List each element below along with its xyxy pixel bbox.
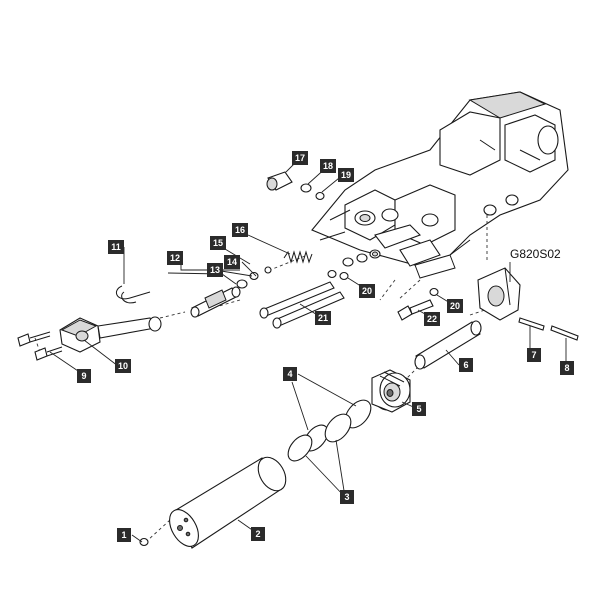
svg-text:20: 20 <box>450 301 460 311</box>
linkage-10 <box>59 316 162 353</box>
callout-7: 7 <box>527 348 541 362</box>
ring-3a <box>324 413 352 443</box>
svg-text:2: 2 <box>255 529 260 539</box>
callout-13: 13 <box>207 263 223 277</box>
callout-22: 22 <box>424 312 440 326</box>
callout-6: 6 <box>459 358 473 372</box>
bolts-21 <box>259 281 345 329</box>
svg-text:9: 9 <box>81 371 86 381</box>
ring-3b <box>287 434 313 462</box>
washer-18 <box>300 183 312 193</box>
washer-19 <box>315 191 325 201</box>
svg-text:16: 16 <box>235 225 245 235</box>
svg-text:1: 1 <box>121 530 126 540</box>
o-ring-13 <box>236 279 248 289</box>
lift-arm <box>477 267 521 321</box>
washer-20c <box>429 287 439 297</box>
svg-text:6: 6 <box>463 360 468 370</box>
valve-assembly-12 <box>190 286 241 318</box>
svg-text:8: 8 <box>564 363 569 373</box>
callout-20b: 20 <box>447 299 463 313</box>
svg-text:17: 17 <box>295 153 305 163</box>
callout-12: 12 <box>167 251 183 265</box>
svg-text:20: 20 <box>362 286 372 296</box>
svg-text:4: 4 <box>287 369 292 379</box>
fitting-17 <box>266 171 293 191</box>
hydraulic-housing <box>311 91 569 279</box>
spring-16 <box>283 250 313 264</box>
pin-8 <box>550 325 579 341</box>
cylinder-2 <box>169 456 287 549</box>
callout-9: 9 <box>77 369 91 383</box>
shaft-6 <box>414 320 482 370</box>
alignment-line <box>159 311 186 319</box>
svg-text:21: 21 <box>318 313 328 323</box>
callout-16: 16 <box>232 223 248 237</box>
alignment-line <box>397 279 421 301</box>
washer-20b <box>339 271 349 281</box>
svg-text:14: 14 <box>227 257 237 267</box>
callout-4: 4 <box>283 367 297 381</box>
pin-7 <box>518 317 545 331</box>
piston-5 <box>371 369 411 413</box>
svg-text:3: 3 <box>344 492 349 502</box>
callout-20a: 20 <box>359 284 375 298</box>
bolt-9a <box>17 331 51 347</box>
callout-18: 18 <box>320 159 336 173</box>
washer-20a <box>327 269 337 279</box>
callout-15: 15 <box>210 236 226 250</box>
svg-text:13: 13 <box>210 265 220 275</box>
bolt-22 <box>397 299 434 321</box>
callout-5: 5 <box>412 402 426 416</box>
callout-21: 21 <box>315 311 331 325</box>
alignment-line <box>379 279 396 301</box>
callout-10: 10 <box>115 359 131 373</box>
svg-text:7: 7 <box>531 350 536 360</box>
bolt-9b <box>34 346 63 361</box>
callout-2: 2 <box>251 527 265 541</box>
callout-11: 11 <box>108 240 124 254</box>
svg-text:5: 5 <box>416 404 421 414</box>
svg-text:10: 10 <box>118 361 128 371</box>
svg-text:18: 18 <box>323 161 333 171</box>
callout-17: 17 <box>292 151 308 165</box>
callout-1: 1 <box>117 528 131 542</box>
clip-11 <box>115 285 151 304</box>
callout-3: 3 <box>340 490 354 504</box>
diagram-code: G820S02 <box>510 247 561 261</box>
svg-text:12: 12 <box>170 253 180 263</box>
callout-8: 8 <box>560 361 574 375</box>
svg-text:11: 11 <box>111 242 121 252</box>
callout-14: 14 <box>224 255 240 269</box>
ring-1 <box>139 537 149 547</box>
svg-text:19: 19 <box>341 170 351 180</box>
alignment-line <box>147 519 171 541</box>
svg-text:22: 22 <box>427 314 437 324</box>
svg-text:15: 15 <box>213 238 223 248</box>
alignment-line <box>269 255 306 271</box>
callout-19: 19 <box>338 168 354 182</box>
ball-15 <box>264 266 272 274</box>
